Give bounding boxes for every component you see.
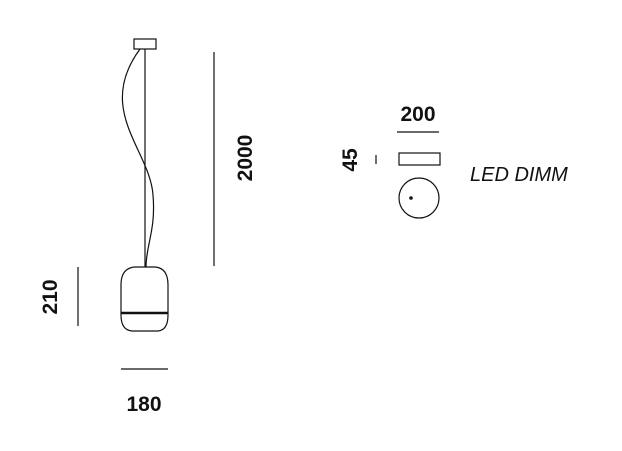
shade-width-label: 180 [126,393,161,416]
shade-height-label: 210 [39,279,62,314]
canopy-front-outline [398,152,441,166]
lamp-shade-outline [120,266,169,332]
pendant-side-view [120,38,169,332]
canopy-side-outline [133,38,157,50]
canopy-height-label: 45 [339,148,362,172]
canopy-plan-center-dot [409,196,413,200]
led-dimm-label: LED DIMM [470,164,568,186]
canopy-diameter-label: 200 [400,103,435,126]
power-cord [121,48,155,268]
total-height-label: 2000 [234,135,257,182]
canopy-plan-outline [398,177,440,219]
